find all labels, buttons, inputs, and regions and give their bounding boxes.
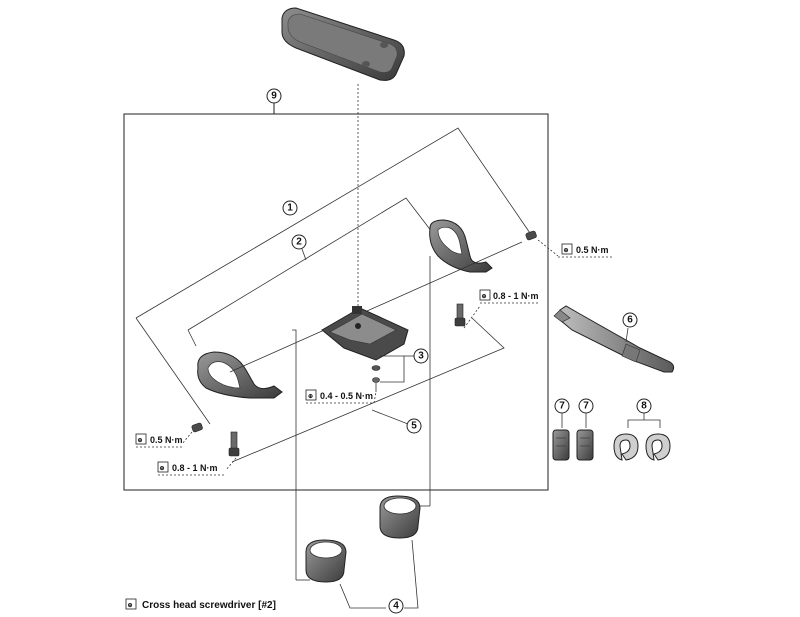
svg-text:0.8 - 1 N·m: 0.8 - 1 N·m <box>172 463 218 473</box>
svg-text:4: 4 <box>393 601 399 612</box>
screw-left-bottom <box>228 431 240 457</box>
bracket-screws <box>371 365 381 392</box>
svg-text:7: 7 <box>583 401 589 412</box>
svg-text:9: 9 <box>271 91 277 102</box>
band-clamp-right <box>429 219 493 273</box>
frame-2 <box>187 197 433 331</box>
callout-7a: 7 <box>554 398 570 414</box>
frame-5 <box>231 317 505 463</box>
svg-text:8: 8 <box>641 401 647 412</box>
svg-text:0.4 - 0.5 N·m: 0.4 - 0.5 N·m <box>320 391 373 401</box>
svg-text:⊕: ⊕ <box>564 248 569 254</box>
svg-text:⊕: ⊕ <box>138 438 143 444</box>
mount-bracket <box>321 306 409 361</box>
screw-right-top <box>525 230 537 241</box>
callout-6: 6 <box>622 312 638 328</box>
callout-9: 9 <box>266 88 282 104</box>
svg-text:6: 6 <box>627 315 633 326</box>
svg-text:2: 2 <box>296 237 302 248</box>
callout-2: 2 <box>291 234 307 250</box>
callout-7b: 7 <box>578 398 594 414</box>
svg-text:7: 7 <box>559 401 565 412</box>
svg-text:⊕: ⊕ <box>128 603 133 609</box>
torque-center: ⊕ 0.4 - 0.5 N·m <box>305 389 373 401</box>
legend: ⊕ Cross head screwdriver [#2] <box>125 598 276 611</box>
legend-text: Cross head screwdriver [#2] <box>142 600 276 611</box>
shim-right <box>379 495 421 539</box>
svg-text:5: 5 <box>411 421 417 432</box>
svg-text:0.5 N·m: 0.5 N·m <box>576 245 609 255</box>
torque-left-top: ⊕ 0.5 N·m <box>135 433 183 445</box>
torque-left-bottom: ⊕ 0.8 - 1 N·m <box>157 461 218 473</box>
grommet-1 <box>552 429 570 461</box>
screw-right-mid <box>454 303 466 327</box>
frame-1 <box>135 127 533 319</box>
svg-text:⊕: ⊕ <box>308 394 313 400</box>
callout-5: 5 <box>406 418 422 434</box>
torque-right-top: ⊕ 0.5 N·m <box>561 243 609 255</box>
screwdriver-icon <box>125 598 137 610</box>
screw-left-top <box>191 422 203 433</box>
kit-box <box>123 113 549 491</box>
shim-left <box>305 539 347 583</box>
adjustment-tool <box>553 305 675 373</box>
svg-text:0.5 N·m: 0.5 N·m <box>150 435 183 445</box>
torque-right-mid: ⊕ 0.8 - 1 N·m <box>479 289 539 301</box>
svg-text:3: 3 <box>418 351 424 362</box>
cable-clip-1 <box>613 433 639 461</box>
svg-text:⊕: ⊕ <box>482 294 487 300</box>
svg-text:1: 1 <box>287 203 293 214</box>
svg-text:⊕: ⊕ <box>160 466 165 472</box>
svg-text:0.8 - 1 N·m: 0.8 - 1 N·m <box>493 291 539 301</box>
band-clamp-left <box>197 351 283 399</box>
cable-clip-2 <box>645 433 671 461</box>
remote-pad <box>281 7 405 81</box>
callout-3: 3 <box>413 348 429 364</box>
callout-1: 1 <box>282 200 298 216</box>
callout-8: 8 <box>636 398 652 414</box>
callout-4: 4 <box>388 598 404 614</box>
grommet-2 <box>576 429 594 461</box>
